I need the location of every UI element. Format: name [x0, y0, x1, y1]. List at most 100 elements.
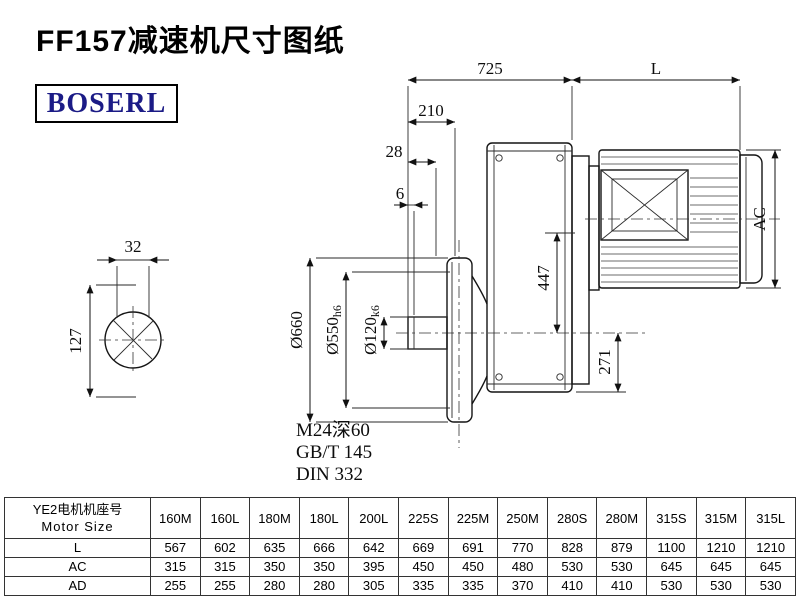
cell: 350	[298, 557, 350, 577]
motor-size-header: YE2电机机座号 Motor Size	[4, 497, 151, 539]
cell: 828	[546, 538, 598, 558]
dimension-diameter-550: Ø550h6	[323, 271, 450, 409]
cell: 280	[298, 576, 350, 596]
dimension-6: 6	[394, 184, 428, 315]
column-header: 315L	[745, 497, 796, 539]
cell: 335	[447, 576, 499, 596]
dim-label-6: 6	[396, 184, 405, 203]
cell: 450	[447, 557, 499, 577]
cell: 691	[447, 538, 499, 558]
cell: 315	[150, 557, 201, 577]
dimension-271: 271	[576, 333, 626, 393]
cell: 530	[745, 576, 796, 596]
column-header: 280S	[546, 497, 598, 539]
dimension-447: 447	[534, 232, 575, 333]
note-thread: M24深60	[296, 419, 370, 441]
cell: 255	[199, 576, 251, 596]
cell: 602	[199, 538, 251, 558]
cell: 666	[298, 538, 350, 558]
cell: 410	[546, 576, 598, 596]
cell: 645	[646, 557, 697, 577]
row-label: AD	[4, 576, 151, 596]
motor-fins	[601, 156, 738, 283]
column-header: 315S	[646, 497, 697, 539]
cell: 335	[398, 576, 449, 596]
cell: 305	[348, 576, 400, 596]
table-row-AD: AD 255 255 280 280 305 335 335 370 410 4…	[4, 576, 796, 596]
terminal-box-diagonal	[600, 169, 689, 241]
dim-label-AC: AC	[750, 207, 769, 231]
cell: 480	[497, 557, 548, 577]
dim-label-32: 32	[125, 237, 142, 256]
cell: 1210	[745, 538, 796, 558]
bolt-hole	[556, 154, 564, 162]
terminal-box-inner	[611, 178, 678, 232]
motor-size-header-cn: YE2电机机座号	[32, 502, 123, 517]
column-header: 280M	[596, 497, 648, 539]
logo-text: BOSERL	[46, 87, 167, 119]
cell: 879	[596, 538, 648, 558]
output-flange	[446, 257, 473, 423]
cell: 635	[249, 538, 300, 558]
cell: 645	[745, 557, 796, 577]
dimension-AC: AC	[746, 149, 781, 289]
column-header: 160M	[150, 497, 201, 539]
cell: 645	[695, 557, 747, 577]
cell: 567	[150, 538, 201, 558]
dim-label-210: 210	[418, 101, 444, 120]
cell: 530	[695, 576, 747, 596]
motor	[585, 149, 780, 289]
dim-label-28: 28	[386, 142, 403, 161]
row-label: L	[4, 538, 151, 558]
cell: 395	[348, 557, 400, 577]
boserl-logo: BOSERL	[35, 84, 178, 123]
column-header: 200L	[348, 497, 400, 539]
dim-label-120: Ø120k6	[361, 305, 382, 355]
dim-label-271: 271	[595, 349, 614, 375]
cell: 530	[646, 576, 697, 596]
motor-dimension-table: YE2电机机座号 Motor Size 160M 160L 180M 180L …	[4, 497, 796, 596]
dimension-28: 28	[386, 142, 437, 256]
cell: 770	[497, 538, 548, 558]
dim-label-725: 725	[477, 59, 503, 78]
dimension-210: 210	[408, 101, 456, 256]
note-gb-standard: GB/T 145	[296, 442, 372, 463]
cell: 530	[596, 557, 648, 577]
cell: 280	[249, 576, 300, 596]
bell-curve-top	[471, 275, 488, 305]
bolt-hole	[495, 154, 503, 162]
dimension-diameter-660: Ø660	[287, 257, 448, 423]
column-header: 180L	[298, 497, 350, 539]
dimension-127: 127	[66, 284, 136, 398]
dim-label-L: L	[651, 59, 661, 78]
row-label: AC	[4, 557, 151, 577]
table-row-AC: AC 315 315 350 350 395 450 450 480 530 5…	[4, 557, 796, 577]
cell: 410	[596, 576, 648, 596]
cell: 315	[199, 557, 251, 577]
cell: 350	[249, 557, 300, 577]
table-header-row: YE2电机机座号 Motor Size 160M 160L 180M 180L …	[4, 497, 796, 539]
motor-size-header-en: Motor Size	[41, 519, 114, 534]
cell: 530	[546, 557, 598, 577]
cell: 642	[348, 538, 400, 558]
bolt-hole	[556, 373, 564, 381]
terminal-box	[600, 169, 689, 241]
table-row-L: L 567 602 635 666 642 669 691 770 828 87…	[4, 538, 796, 558]
cell: 370	[497, 576, 548, 596]
hatch-line	[112, 319, 153, 360]
fan-cover	[739, 154, 763, 284]
page-title: FF157减速机尺寸图纸	[36, 25, 345, 58]
thread-notes: M24深60 GB/T 145 DIN 332	[296, 419, 372, 485]
column-header: 315M	[695, 497, 747, 539]
gear-housing	[486, 142, 573, 393]
dimension-32: 32	[97, 237, 169, 318]
cell: 1100	[646, 538, 697, 558]
cell: 450	[398, 557, 449, 577]
dim-label-127: 127	[66, 328, 85, 354]
column-header: 180M	[249, 497, 300, 539]
note-din-standard: DIN 332	[296, 464, 363, 485]
column-header: 160L	[199, 497, 251, 539]
column-header: 225S	[398, 497, 449, 539]
column-header: 250M	[497, 497, 548, 539]
